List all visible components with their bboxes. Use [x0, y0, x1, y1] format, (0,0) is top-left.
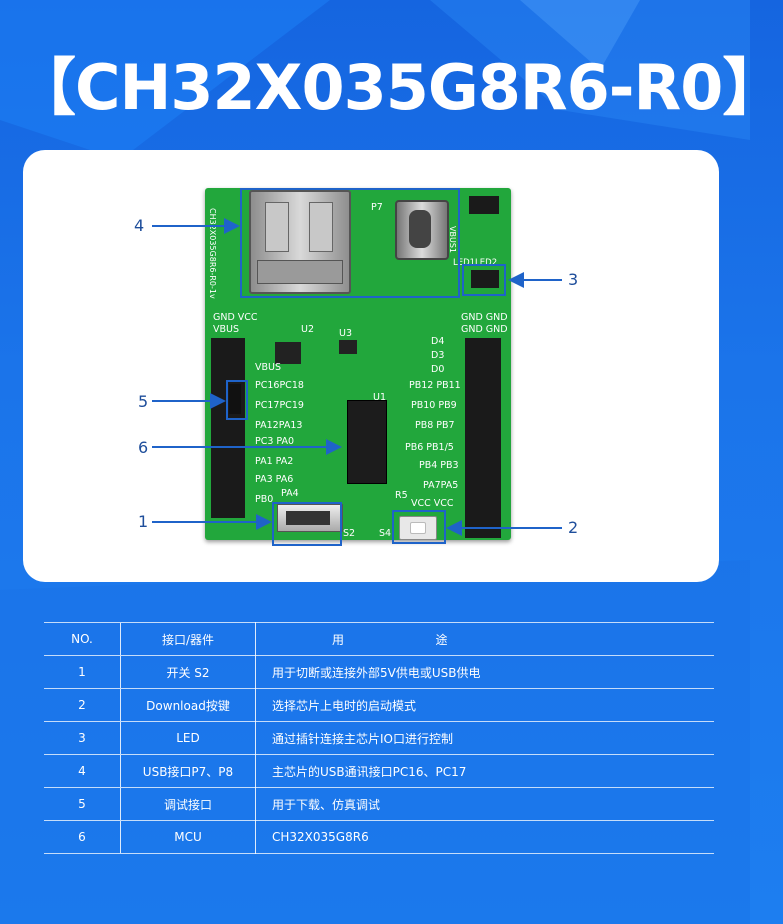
callout-number-2: 2: [568, 518, 579, 537]
silk-pa7-pa5: PA7PA5: [423, 480, 459, 491]
left-pin-header: [211, 338, 245, 518]
header-use: 用 途: [255, 622, 714, 656]
mcu-chip: [347, 400, 387, 484]
led-label: LED1LED2: [453, 258, 498, 268]
silk-pb8-pb7: PB8 PB7: [415, 420, 455, 431]
row-use: 用于下载、仿真调试: [255, 787, 714, 821]
spec-table: NO. 接口/器件 用 途 1 开关 S2 用于切断或连接外部5V供电或USB供…: [44, 622, 714, 854]
silk-pc16-pc18: PC16PC18: [255, 380, 304, 391]
silk-d3: D3: [431, 350, 445, 361]
callout-box-4: [240, 188, 460, 298]
u2-chip: [275, 342, 301, 364]
silk-gnd-gnd2: GND GND: [461, 324, 508, 335]
row-item: 开关 S2: [120, 655, 256, 689]
table-row: 5 调试接口 用于下载、仿真调试: [44, 787, 714, 821]
pcb-board: P7 VBUS1 LED1LED2 GND VCC VBUS VBUS PC16…: [205, 188, 511, 540]
silk-pa3-pa6: PA3 PA6: [255, 474, 294, 485]
header-item: 接口/器件: [120, 622, 256, 656]
row-item: 调试接口: [120, 787, 256, 821]
callout-number-6: 6: [138, 438, 149, 457]
silk-vbus2: VBUS: [255, 362, 281, 373]
silk-pb0: PB0: [255, 494, 274, 505]
silk-gnd-vcc: GND VCC: [213, 312, 258, 323]
silk-d4: D4: [431, 336, 445, 347]
table-row: 4 USB接口P7、P8 主芯片的USB通讯接口PC16、PC17: [44, 754, 714, 788]
callout-number-1: 1: [138, 512, 149, 531]
silk-r5: R5: [395, 490, 408, 501]
table-header-row: NO. 接口/器件 用 途: [44, 622, 714, 656]
row-item: LED: [120, 721, 256, 755]
callout-box-2: [392, 510, 446, 544]
callout-number-4: 4: [134, 216, 145, 235]
silk-u3: U3: [339, 328, 352, 339]
silk-u1: U1: [373, 392, 386, 403]
table-row: 2 Download按键 选择芯片上电时的启动模式: [44, 688, 714, 722]
row-use: 用于切断或连接外部5V供电或USB供电: [255, 655, 714, 689]
silk-pb4-pb3: PB4 PB3: [419, 460, 459, 471]
row-item: Download按键: [120, 688, 256, 722]
row-no: 1: [44, 655, 121, 689]
vbus-jumper-header: [469, 196, 499, 214]
silk-pc17-pc19: PC17PC19: [255, 400, 304, 411]
table-row: 1 开关 S2 用于切断或连接外部5V供电或USB供电: [44, 655, 714, 689]
callout-box-5: [226, 380, 248, 420]
page-title: 【CH32X035G8R6-R0】: [14, 51, 783, 124]
silk-pb10-pb9: PB10 PB9: [411, 400, 457, 411]
row-use: 主芯片的USB通讯接口PC16、PC17: [255, 754, 714, 788]
p7-label: P7: [371, 202, 383, 213]
callout-box-3: [462, 264, 506, 296]
callout-number-5: 5: [138, 392, 149, 411]
row-no: 5: [44, 787, 121, 821]
right-pin-header: [465, 338, 501, 538]
silk-pb12-pb11: PB12 PB11: [409, 380, 461, 391]
row-item: MCU: [120, 820, 256, 854]
callout-box-1: [272, 502, 342, 546]
silk-gnd-gnd1: GND GND: [461, 312, 508, 323]
row-no: 4: [44, 754, 121, 788]
row-no: 6: [44, 820, 121, 854]
usb-c-port: [395, 200, 449, 260]
callout-arrows: [152, 218, 562, 536]
download-button: [399, 516, 437, 540]
silk-pa1-pa2: PA1 PA2: [255, 456, 294, 467]
row-no: 3: [44, 721, 121, 755]
silk-vbus: VBUS: [213, 324, 239, 335]
silk-pb6-pb15: PB6 PB1/5: [405, 442, 454, 453]
callout-number-3: 3: [568, 270, 579, 289]
silk-pa12-pa13: PA12PA13: [255, 420, 303, 431]
silk-s4: S4: [379, 528, 392, 539]
led-header: [471, 270, 499, 288]
row-use: 选择芯片上电时的启动模式: [255, 688, 714, 722]
table-row: 6 MCU CH32X035G8R6: [44, 820, 714, 854]
silk-s2: S2: [343, 528, 356, 539]
power-switch: [277, 504, 343, 532]
silk-vcc-vcc: VCC VCC: [411, 498, 454, 509]
silk-pc3-pa0: PC3 PA0: [255, 436, 295, 447]
header-no: NO.: [44, 622, 121, 656]
row-item: USB接口P7、P8: [120, 754, 256, 788]
row-use: CH32X035G8R6: [255, 820, 714, 854]
row-no: 2: [44, 688, 121, 722]
silk-d0: D0: [431, 364, 445, 375]
usb-a-port: [249, 190, 351, 294]
silk-pa4: PA4: [281, 488, 299, 499]
u3-chip: [339, 340, 357, 354]
debug-header: [229, 384, 241, 414]
row-use: 通过插针连接主芯片IO口进行控制: [255, 721, 714, 755]
table-row: 3 LED 通过插针连接主芯片IO口进行控制: [44, 721, 714, 755]
silk-u2: U2: [301, 324, 314, 335]
